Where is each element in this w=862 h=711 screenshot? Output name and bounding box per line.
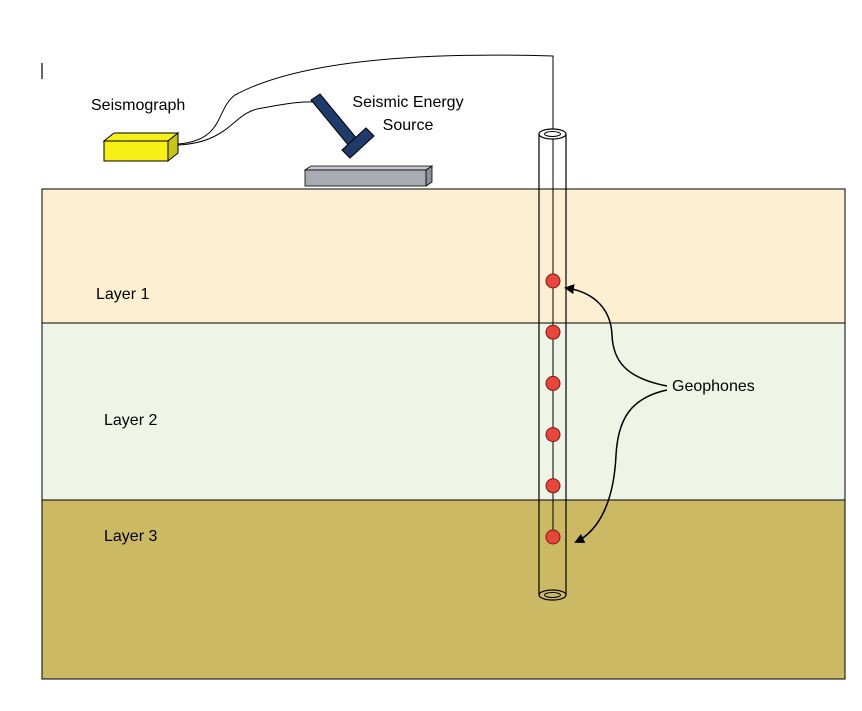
layer-1 — [41, 188, 846, 324]
seismograph-label: Seismograph — [91, 97, 186, 114]
geophones-label: Geophones — [672, 378, 755, 395]
hammer-icon — [310, 93, 375, 159]
geophone-4 — [545, 427, 561, 443]
arrow-to-top-geophone — [564, 284, 668, 387]
geophone-2 — [545, 324, 561, 340]
energy-source-label-line2: Source — [382, 117, 434, 134]
layer-2-label: Layer 2 — [104, 412, 158, 429]
energy-source-label-line1: Seismic Energy — [352, 94, 464, 111]
geophone-6 — [545, 529, 561, 545]
layer-3-label: Layer 3 — [104, 528, 158, 545]
layer-2 — [41, 322, 846, 501]
seismograph-box — [102, 131, 180, 163]
arrow-to-bottom-geophone — [574, 389, 668, 543]
layer-1-label: Layer 1 — [96, 286, 150, 303]
cable-to-source — [177, 101, 317, 146]
source-plate — [303, 165, 434, 187]
cable-to-borehole — [177, 54, 554, 145]
geophone-5 — [545, 478, 561, 494]
geophone-3 — [545, 375, 561, 391]
borehole — [538, 128, 567, 601]
layer-3 — [41, 499, 846, 680]
geophones-group — [545, 273, 561, 545]
energy-source-label: Seismic Energy Source — [338, 91, 478, 137]
geophone-1 — [545, 273, 561, 289]
